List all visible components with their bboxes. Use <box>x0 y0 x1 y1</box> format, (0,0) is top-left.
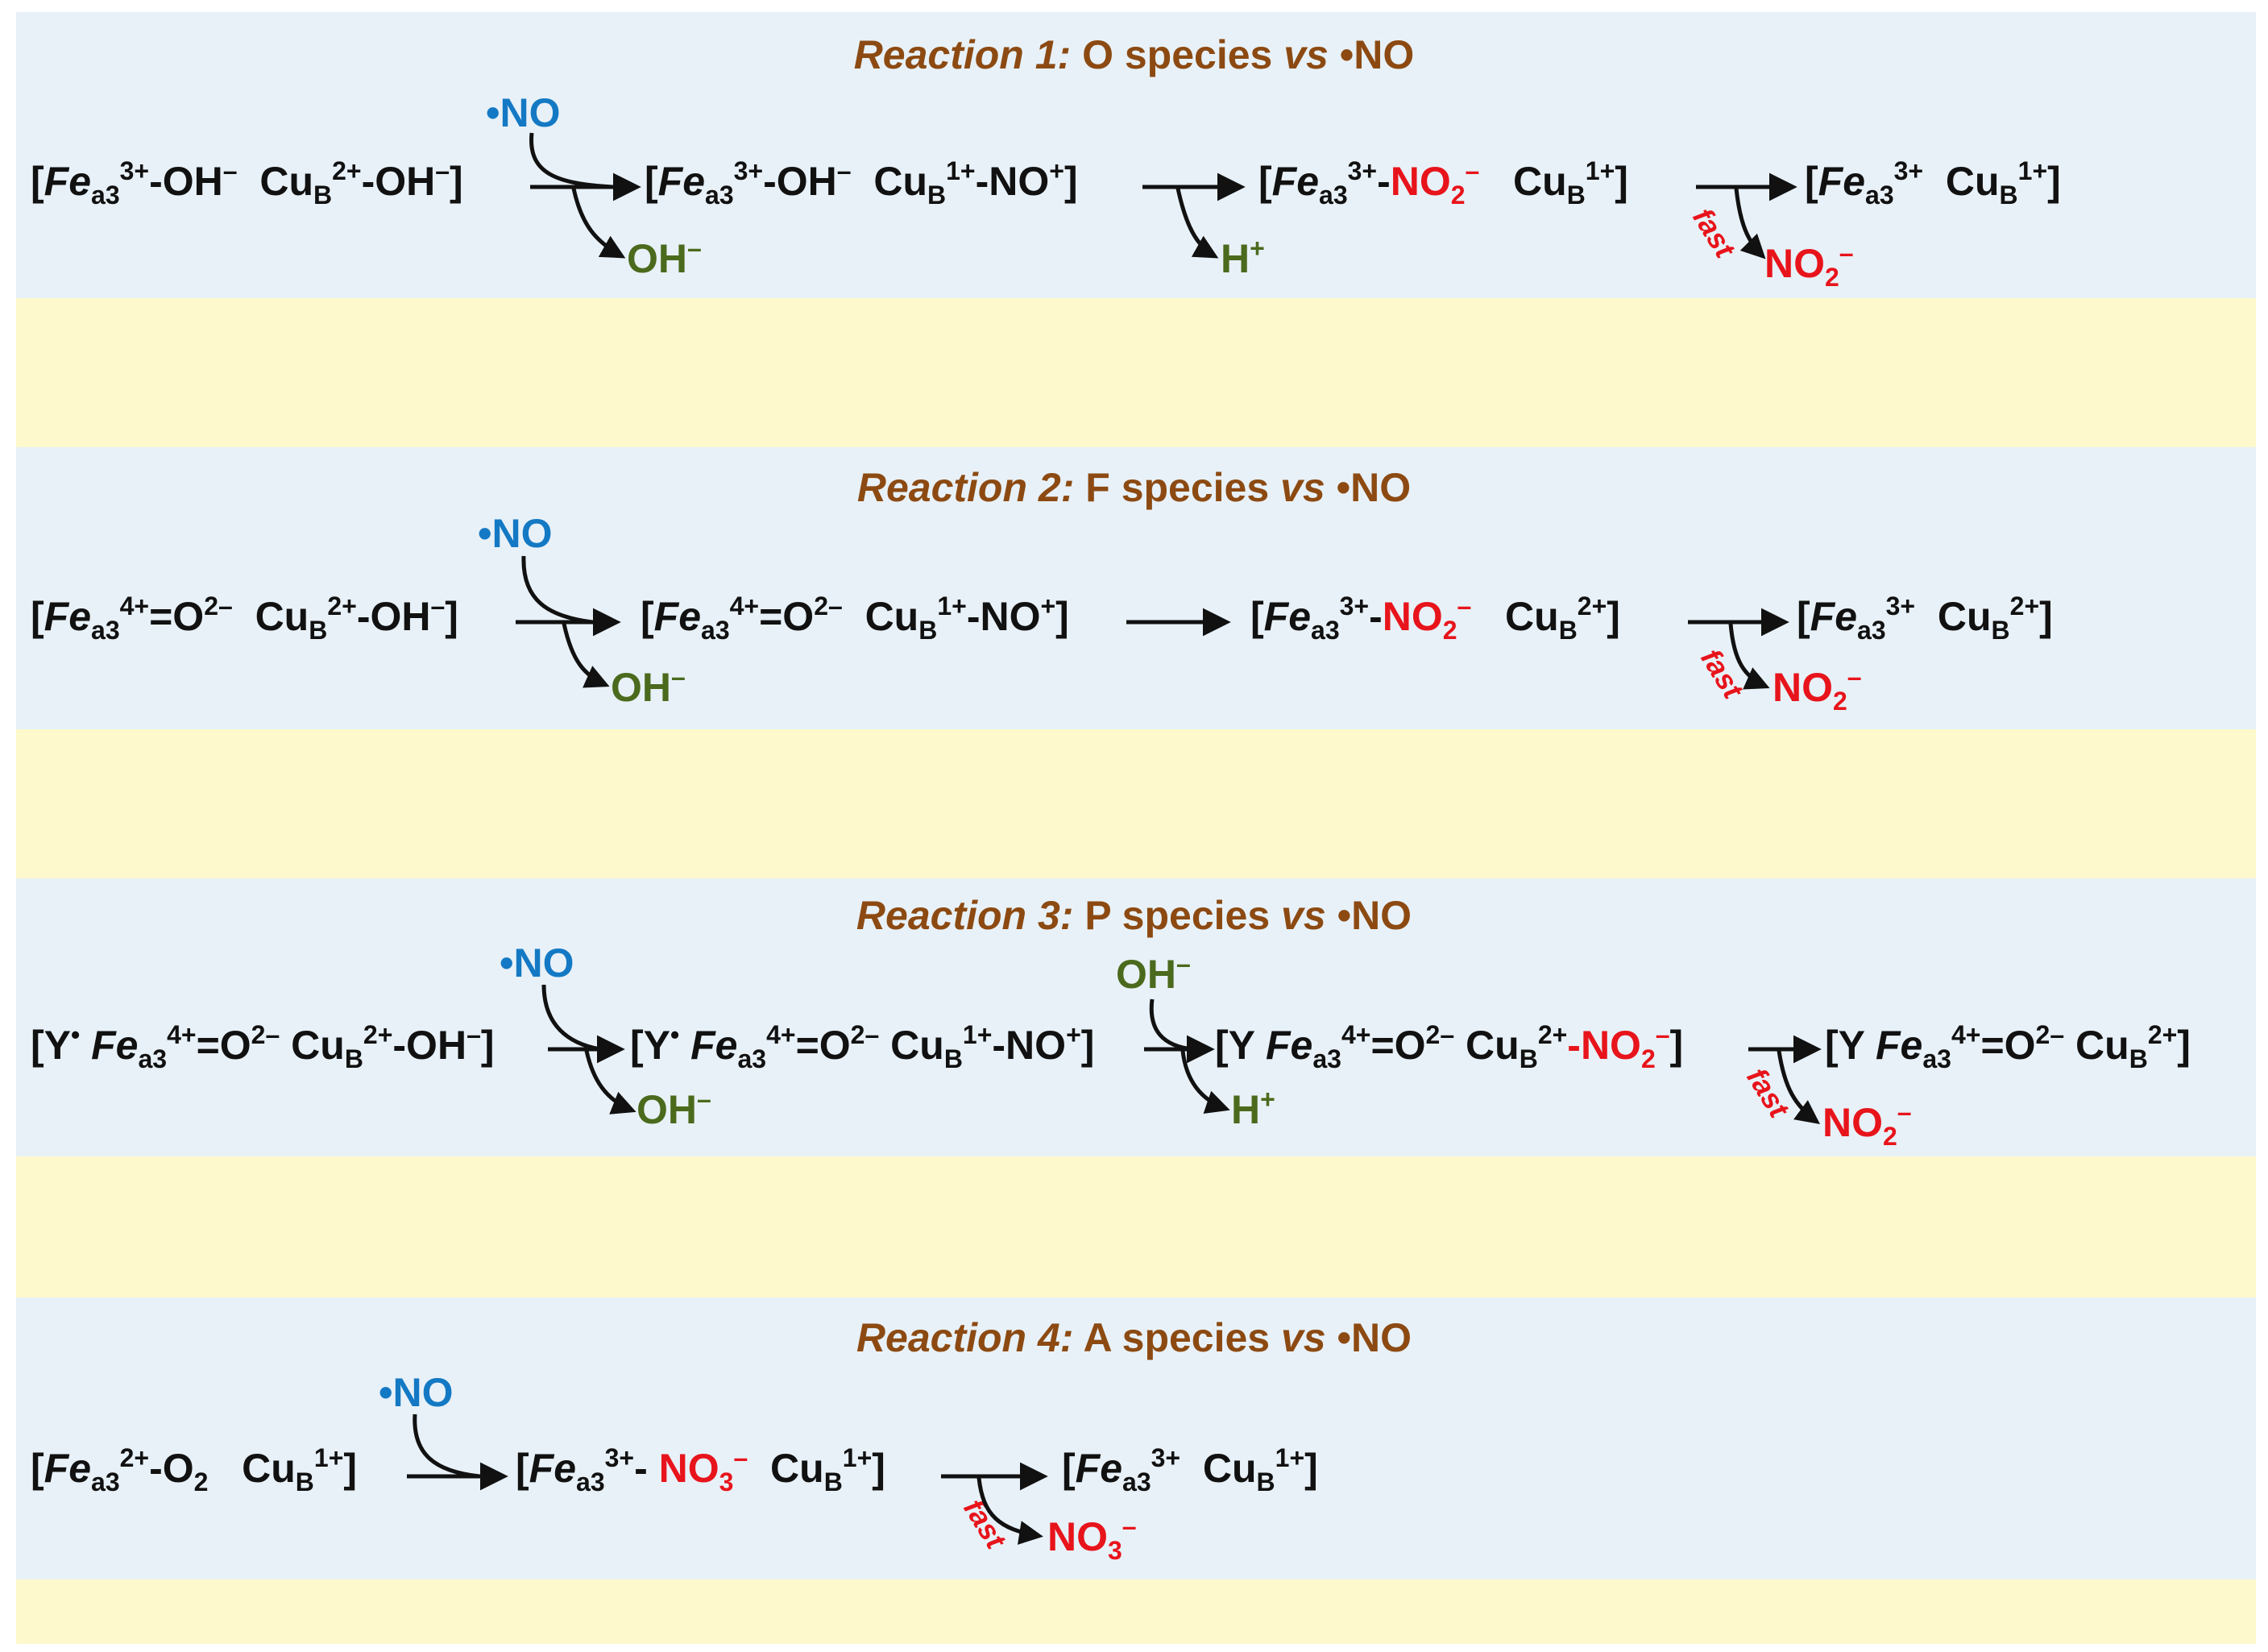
reaction-3-oh-curve <box>584 1050 636 1114</box>
spacer-band-3 <box>16 1156 2256 1297</box>
reaction-3-h-curve <box>1180 1050 1230 1114</box>
reaction-2-oh-product: OH– <box>611 662 686 710</box>
reaction-1-fast-curve <box>1734 188 1766 259</box>
reaction-2-oh-curve <box>562 623 610 688</box>
reaction-2-title: Reaction 2: F species vs •NO <box>856 465 1412 510</box>
reaction-3-h-product: H+ <box>1231 1084 1275 1132</box>
reaction-1-nitrite-product: NO2– <box>1764 238 1854 293</box>
reaction-2-panel <box>16 447 2256 729</box>
reaction-1-no-reactant: •NO <box>486 90 561 135</box>
reaction-4-nitrate-product: NO3– <box>1047 1511 1137 1566</box>
reaction-3-species-2: [Y• Fea34+=O2– CuB1+-NO+] <box>630 1019 1095 1074</box>
reaction-4-panel <box>16 1297 2256 1579</box>
reaction-4-no-curve <box>413 1413 480 1479</box>
reaction-2-no-reactant: •NO <box>478 511 553 556</box>
reaction-2-species-1: [Fea34+=O2– CuB2+-OH–] <box>31 591 458 645</box>
spacer-band-1 <box>16 298 2256 447</box>
reaction-3-oh-reactant: OH– <box>1116 948 1191 997</box>
reaction-1-h-curve <box>1175 188 1219 259</box>
reaction-3-species-4: [Y Fea34+=O2– CuB2+] <box>1825 1019 2191 1074</box>
reaction-3-ohin-curve <box>1149 998 1193 1052</box>
reaction-2-species-3: [Fea33+-NO2– CuB2+] <box>1250 591 1620 645</box>
reaction-3-species-3: [Y Fea34+=O2– CuB2+-NO2–] <box>1215 1019 1684 1074</box>
reaction-1-species-2: [Fea33+-OH– CuB1+-NO+] <box>645 156 1078 210</box>
reaction-2-no-curve <box>521 555 593 625</box>
reaction-2-species-4: [Fea33+ CuB2+] <box>1797 591 2053 645</box>
reaction-1-oh-curve <box>571 188 626 259</box>
reaction-3-oh-product: OH– <box>636 1084 711 1132</box>
reaction-4-no-reactant: •NO <box>379 1370 454 1415</box>
reaction-4-fast-curve <box>976 1477 1043 1545</box>
reaction-3-species-1: [Y• Fea34+=O2– CuB2+-OH–] <box>31 1019 495 1074</box>
reaction-1-oh-product: OH– <box>627 233 702 281</box>
reaction-1-panel <box>16 12 2256 298</box>
reaction-1-species-4: [Fea33+ CuB1+] <box>1805 156 2061 210</box>
reaction-3-title: Reaction 3: P species vs •NO <box>856 893 1412 938</box>
reaction-1-species-1: [Fea33+-OH– CuB2+-OH–] <box>31 156 463 210</box>
reaction-2-species-2: [Fea34+=O2– CuB1+-NO+] <box>641 591 1069 645</box>
reaction-4-species-1: [Fea32+-O2 CuB1+] <box>31 1442 358 1497</box>
reaction-3-fast-curve <box>1777 1050 1821 1124</box>
reaction-2-fast-curve <box>1728 623 1770 690</box>
reaction-1-h-product: H+ <box>1221 233 1265 281</box>
reaction-3-no-curve <box>541 984 601 1052</box>
reaction-1-species-3: [Fea33+-NO2– CuB1+] <box>1258 156 1628 210</box>
reaction-4-title: Reaction 4: A species vs •NO <box>856 1315 1412 1360</box>
spacer-band-4 <box>16 1579 2256 1644</box>
reaction-3-no-reactant: •NO <box>500 940 574 986</box>
reaction-2-nitrite-product: NO2– <box>1773 662 1862 716</box>
reaction-4-species-2: [Fea33+- NO3– CuB1+] <box>516 1442 885 1497</box>
reaction-1-title: Reaction 1: O species vs •NO <box>853 32 1415 77</box>
reaction-1-no-curve <box>529 132 613 189</box>
reaction-4-species-3: [Fea33+ CuB1+] <box>1062 1442 1318 1497</box>
reaction-3-nitrite-product: NO2– <box>1822 1097 1912 1152</box>
reaction-3-panel <box>16 878 2256 1156</box>
spacer-band-2 <box>16 729 2256 878</box>
